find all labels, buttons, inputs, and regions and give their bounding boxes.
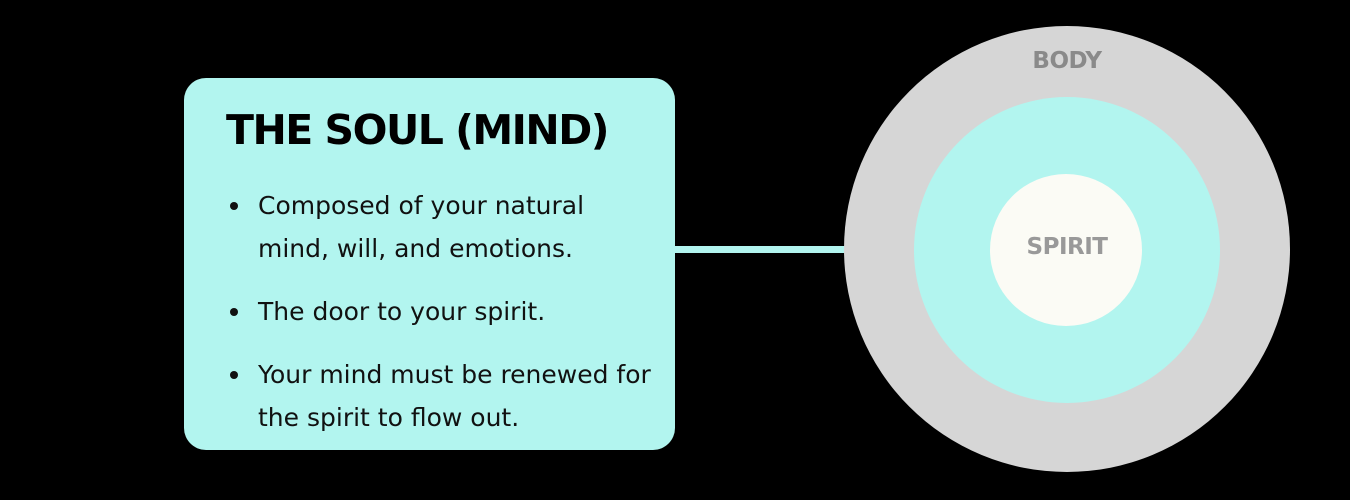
body-label: BODY — [1032, 48, 1102, 74]
bullet-list: Composed of your natural mind, will, and… — [226, 184, 656, 459]
connector-line — [675, 246, 925, 253]
spirit-circle — [990, 174, 1142, 326]
soul-info-card: THE SOUL (MIND) Composed of your natural… — [184, 78, 675, 450]
bullet-item: The door to your spirit. — [226, 290, 656, 333]
bullet-item: Your mind must be renewed for the spirit… — [226, 353, 656, 439]
bullet-item: Composed of your natural mind, will, and… — [226, 184, 656, 270]
card-title: THE SOUL (MIND) — [226, 106, 610, 154]
spirit-label: SPIRIT — [1026, 234, 1108, 260]
